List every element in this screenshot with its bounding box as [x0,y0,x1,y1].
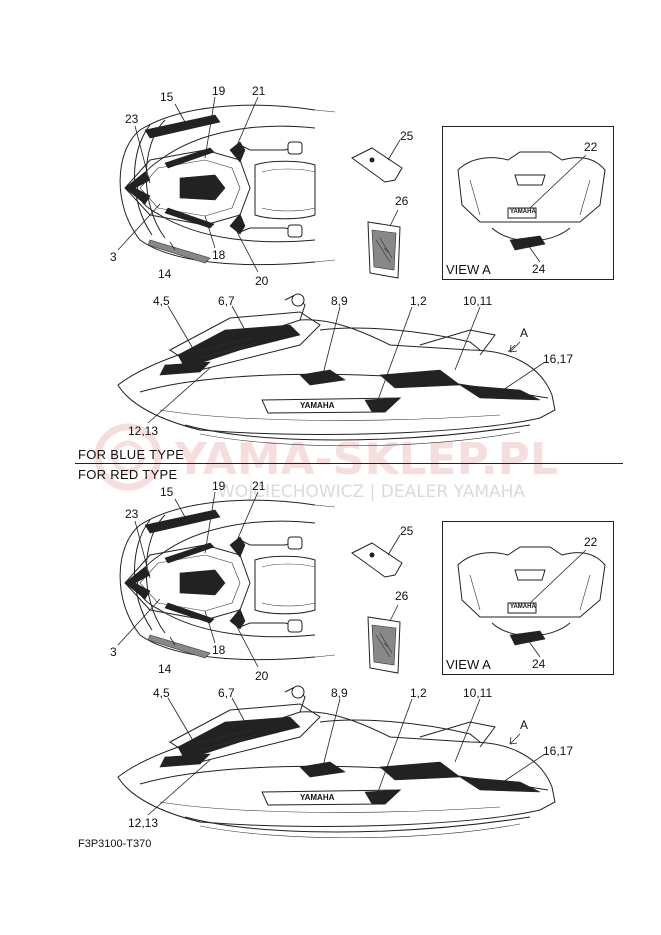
callout-3: 3 [110,250,117,264]
callout-14: 14 [158,662,172,676]
callout-18: 18 [212,643,226,657]
callout-1-2: 1,2 [410,294,427,308]
callout-4-5: 4,5 [153,686,170,700]
callout-10-11: 10,11 [463,294,493,308]
callout-18: 18 [212,248,226,262]
callout-15: 15 [160,90,174,104]
callout-10-11: 10,11 [463,686,493,700]
view-a-decal-text: YAMAHA [510,604,536,610]
view-a-label: VIEW A [446,657,491,672]
figure-code: F3P3100-T370 [78,838,152,850]
callout-12-13: 12,13 [128,424,159,438]
callout-22: 22 [584,535,598,549]
hull-decal-text: YAMAHA [300,401,335,410]
callout-4-5: 4,5 [153,294,170,308]
callout-8-9: 8,9 [331,294,348,308]
callout-16-17: 16,17 [543,352,574,366]
hull-decal-text: YAMAHA [300,793,335,802]
callout-20: 20 [255,669,269,683]
watermark-text: YAMA-SKLEP.PL [175,434,558,485]
callout-26: 26 [395,194,409,208]
callout-16-17: 16,17 [543,744,574,758]
callout-19: 19 [212,84,226,98]
callout-1-2: 1,2 [410,686,427,700]
section-divider [75,463,623,464]
view-a-decal-text: YAMAHA [510,209,536,215]
callout-26: 26 [395,589,409,603]
callout-A: A [520,326,529,340]
callout-23: 23 [125,112,139,126]
callout-21: 21 [252,84,266,98]
callout-15: 15 [160,485,174,499]
type-label-blue: FOR BLUE TYPE [78,447,185,462]
callout-21: 21 [252,479,266,493]
callout-19: 19 [212,479,226,493]
callout-20: 20 [255,274,269,288]
callout-25: 25 [400,129,414,143]
callout-12-13: 12,13 [128,816,159,830]
callout-24: 24 [532,657,546,671]
callout-22: 22 [584,140,598,154]
callout-6-7: 6,7 [218,686,235,700]
callout-23: 23 [125,507,139,521]
callout-A: A [520,718,529,732]
callout-14: 14 [158,267,172,281]
type-label-red: FOR RED TYPE [78,467,178,482]
callout-24: 24 [532,262,546,276]
callout-6-7: 6,7 [218,294,235,308]
callout-3: 3 [110,645,117,659]
callout-8-9: 8,9 [331,686,348,700]
watermark-subtext: WOJCIECHOWICZ | DEALER YAMAHA [218,482,526,502]
callout-25: 25 [400,524,414,538]
view-a-label: VIEW A [446,262,491,277]
